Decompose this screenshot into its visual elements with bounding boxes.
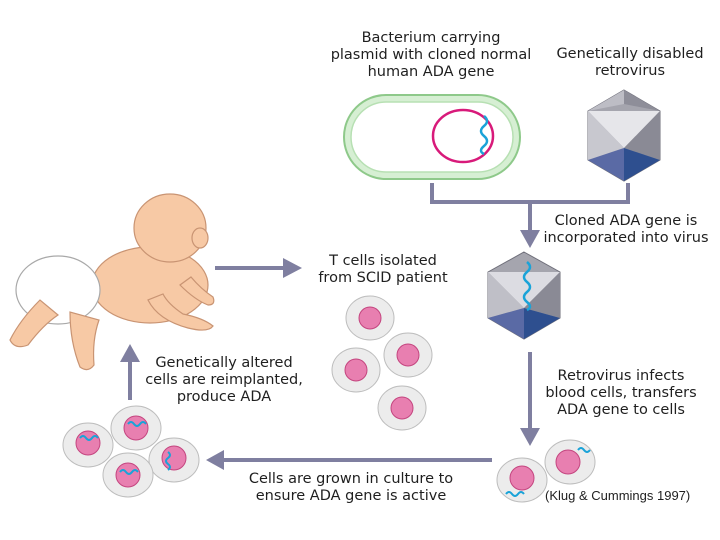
merge-connector bbox=[430, 183, 630, 232]
altered-cells bbox=[62, 405, 200, 498]
arrow-head-right bbox=[283, 258, 302, 278]
label-bacterium: Bacterium carrying plasmid with cloned n… bbox=[326, 30, 536, 81]
label-retrovirus-line1: Genetically disabled bbox=[556, 46, 704, 62]
label-retrovirus-line2: retrovirus bbox=[594, 63, 666, 79]
citation: (Klug & Cummings 1997) bbox=[545, 488, 691, 503]
label-grown-line1: Cells are grown in culture to bbox=[248, 471, 454, 487]
infected-cells bbox=[496, 439, 596, 503]
label-infects-line2: blood cells, transfers bbox=[545, 385, 697, 401]
arrow-head-down-2 bbox=[520, 428, 540, 446]
label-bacterium-line3: human ADA gene bbox=[367, 64, 495, 80]
t-cells bbox=[331, 295, 433, 431]
label-bacterium-line2: plasmid with cloned normal bbox=[330, 47, 532, 63]
label-infects-line3: ADA gene to cells bbox=[557, 402, 685, 418]
label-reimplanted-line3: produce ADA bbox=[176, 389, 272, 405]
ada-gene-virus bbox=[522, 261, 532, 312]
baby-illustration bbox=[9, 193, 215, 371]
retrovirus bbox=[587, 89, 661, 182]
label-incorporated-line1: Cloned ADA gene is bbox=[554, 213, 698, 229]
label-infects: Retrovirus infects blood cells, transfer… bbox=[538, 368, 704, 419]
label-retrovirus: Genetically disabled retrovirus bbox=[548, 46, 712, 80]
label-reimplanted-line1: Genetically altered bbox=[155, 355, 293, 371]
arrow-head-up bbox=[120, 344, 140, 362]
label-incorporated-line2: incorporated into virus bbox=[543, 230, 709, 246]
label-reimplanted: Genetically altered cells are reimplante… bbox=[144, 355, 304, 406]
bacterium bbox=[343, 94, 521, 180]
label-bacterium-line1: Bacterium carrying bbox=[361, 30, 501, 46]
label-reimplanted-line2: cells are reimplanted, bbox=[145, 372, 303, 388]
label-t-cells-line2: from SCID patient bbox=[318, 270, 448, 286]
label-grown: Cells are grown in culture to ensure ADA… bbox=[236, 471, 466, 505]
label-infects-line1: Retrovirus infects bbox=[557, 368, 685, 384]
ada-gene-plasmid bbox=[479, 115, 489, 156]
label-incorporated: Cloned ADA gene is incorporated into vir… bbox=[540, 213, 712, 247]
label-grown-line2: ensure ADA gene is active bbox=[255, 488, 447, 504]
recombinant-virus bbox=[487, 251, 561, 340]
arrow-head-left bbox=[206, 450, 224, 470]
plasmid bbox=[431, 108, 495, 164]
arrow-head-down-1 bbox=[520, 230, 540, 248]
label-t-cells-line1: T cells isolated bbox=[329, 253, 437, 269]
label-t-cells: T cells isolated from SCID patient bbox=[310, 253, 456, 287]
